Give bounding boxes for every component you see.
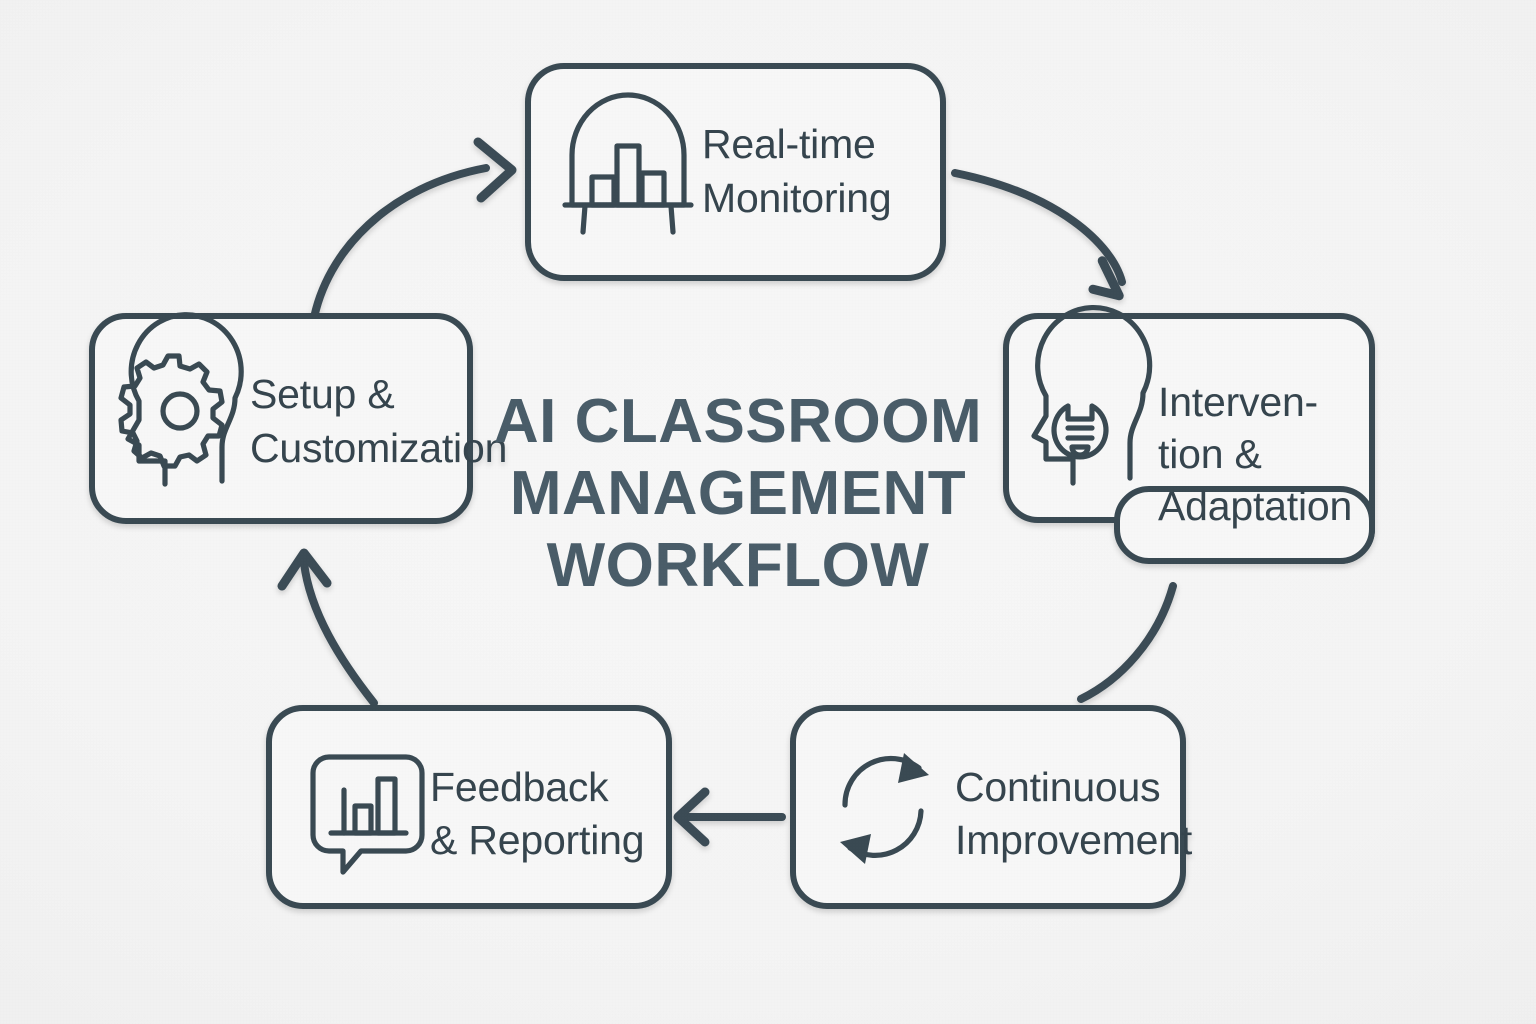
head-gear-icon bbox=[118, 312, 244, 487]
node-label-line: Improvement bbox=[955, 817, 1193, 863]
node-box[interactable] bbox=[89, 313, 473, 524]
arrowhead-icon bbox=[473, 137, 517, 203]
node-box-extension[interactable] bbox=[1114, 486, 1375, 564]
node-real-time-monitoring[interactable]: Real-time Monitoring bbox=[525, 63, 946, 281]
arrowhead-icon bbox=[1088, 256, 1124, 301]
connector-setup-to-monitoring bbox=[309, 137, 517, 327]
node-box[interactable] bbox=[525, 63, 946, 281]
monitor-bar-chart-icon bbox=[562, 92, 694, 235]
node-label-line: tion & bbox=[1158, 431, 1262, 477]
title-line-1: AI CLASSROOM bbox=[494, 387, 982, 456]
node-label-line: Customization bbox=[250, 425, 507, 471]
arrowhead-icon bbox=[673, 787, 710, 847]
node-continuous-improvement[interactable]: Continuous Improvement bbox=[790, 705, 1193, 909]
node-label-line: Real-time bbox=[702, 121, 876, 167]
connector-monitoring-to-intervention bbox=[951, 169, 1126, 301]
node-feedback-reporting[interactable]: Feedback & Reporting bbox=[266, 705, 672, 909]
head-lightbulb-icon bbox=[1031, 304, 1153, 486]
node-label-line: Feedback bbox=[430, 764, 609, 810]
speech-bubble-chart-icon bbox=[310, 754, 425, 875]
arrowhead-icon bbox=[277, 548, 332, 591]
node-label-line: Continuous bbox=[955, 764, 1160, 810]
connector-improvement-to-feedback bbox=[673, 787, 786, 847]
node-setup-customization[interactable]: Setup & Customization bbox=[89, 312, 507, 524]
node-label-line: Adaptation bbox=[1158, 483, 1352, 529]
refresh-cycle-icon bbox=[840, 753, 929, 864]
node-label-line: & Reporting bbox=[430, 817, 644, 863]
node-label-line: Setup & bbox=[250, 371, 394, 417]
node-label-line: Interven- bbox=[1158, 379, 1318, 425]
title-line-2: MANAGEMENT bbox=[510, 459, 966, 528]
page-title: AI CLASSROOM MANAGEMENT WORKFLOW bbox=[494, 387, 982, 600]
connector-intervention-to-improvement bbox=[1077, 582, 1177, 703]
connector-feedback-to-setup bbox=[277, 548, 378, 707]
node-intervention-adaptation[interactable]: Interven- tion & Adaptation bbox=[1003, 304, 1375, 564]
node-label-line: Monitoring bbox=[702, 175, 891, 221]
title-line-3: WORKFLOW bbox=[547, 531, 930, 600]
